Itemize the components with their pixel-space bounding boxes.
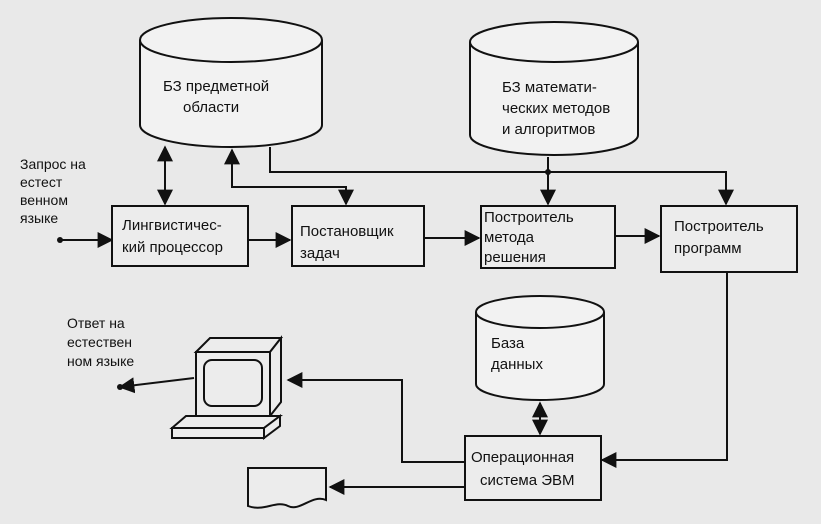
kb-methods-label-line2: ческих методов — [502, 100, 610, 117]
arrow-program-to-os — [600, 272, 728, 468]
task-setter-box: Постановщик задач — [291, 205, 425, 267]
kb-domain-cylinder: БЗ предметной области — [139, 17, 323, 148]
kb-methods-label-line1: БЗ математи- — [502, 79, 597, 96]
database-cylinder: База данных — [475, 295, 605, 401]
input-query-line3: венном — [20, 192, 68, 208]
program-builder-line1: Построитель — [674, 218, 764, 235]
task-setter-line1: Постановщик — [300, 223, 394, 240]
arrow-monitor-to-answer — [118, 377, 195, 394]
junction-dot — [545, 169, 551, 175]
arrow-kb-domain-to-program — [269, 147, 734, 206]
method-builder-line1: Построитель — [484, 209, 574, 226]
input-query-line2: естест — [20, 174, 63, 190]
input-query-line4: языке — [20, 210, 58, 226]
database-line1: База — [491, 335, 525, 352]
answer-line3: ном языке — [67, 353, 134, 369]
input-query: Запрос на естест венном языке — [20, 156, 86, 226]
input-query-line1: Запрос на — [20, 156, 86, 172]
arrow-kb-domain-to-task — [224, 148, 354, 206]
program-builder-box: Построитель программ — [660, 205, 798, 273]
program-builder-line2: программ — [674, 240, 742, 257]
os-line1: Операционная — [471, 449, 574, 466]
answer-line2: естествен — [67, 334, 132, 350]
answer-text: Ответ на естествен ном языке — [67, 315, 134, 369]
computer-monitor-icon — [169, 335, 284, 440]
database-line2: данных — [491, 356, 543, 373]
arrow-os-to-monitor — [286, 372, 465, 463]
kb-methods-cylinder: БЗ математи- ческих методов и алгоритмов — [469, 21, 639, 156]
os-box: Операционная система ЭВМ — [464, 435, 602, 501]
method-builder-line2: метода — [484, 229, 535, 246]
linguistic-processor-line1: Лингвистичес- — [122, 217, 222, 234]
os-line2: система ЭВМ — [480, 472, 575, 489]
linguistic-processor-box: Лингвистичес- кий процессор — [111, 205, 249, 267]
task-setter-line2: задач — [300, 245, 340, 262]
answer-dot — [117, 384, 123, 390]
kb-methods-label-line3: и алгоритмов — [502, 121, 595, 138]
printout-icon — [247, 467, 327, 509]
method-builder-box: Построитель метода решения — [480, 205, 616, 269]
answer-line1: Ответ на — [67, 315, 125, 331]
method-builder-line3: решения — [484, 249, 546, 266]
linguistic-processor-line2: кий процессор — [122, 239, 223, 256]
kb-domain-label-line1: БЗ предметной — [163, 78, 269, 95]
kb-domain-label-line2: области — [183, 99, 239, 116]
